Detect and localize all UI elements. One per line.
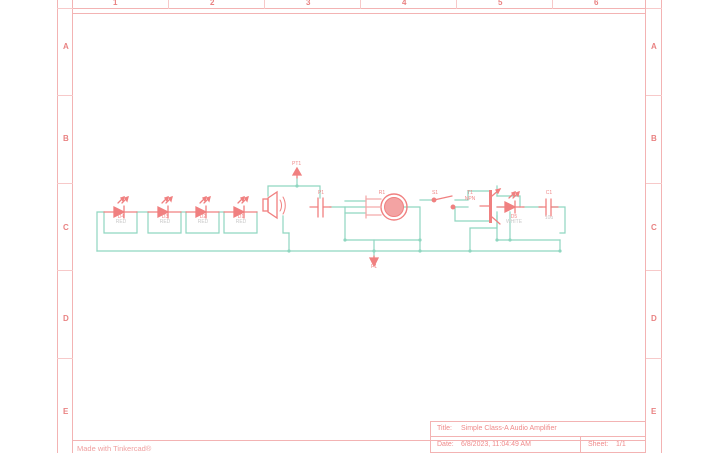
ground-p1-symbol xyxy=(368,255,380,268)
power-terminal-pt1-symbol xyxy=(291,166,303,179)
capacitor-p1-symbol xyxy=(309,197,332,218)
led-d3-symbol xyxy=(147,196,182,219)
led-d2-symbol xyxy=(185,196,220,219)
potentiometer-r1-symbol xyxy=(365,193,408,221)
speaker-symbol xyxy=(262,190,286,220)
switch-s1-symbol xyxy=(431,195,456,210)
led-d1-symbol xyxy=(223,196,258,219)
transistor-t1-symbol xyxy=(479,188,502,225)
led-d4-symbol xyxy=(103,196,138,219)
capacitor-c1-symbol xyxy=(538,198,559,217)
led-d5-symbol xyxy=(496,191,525,214)
